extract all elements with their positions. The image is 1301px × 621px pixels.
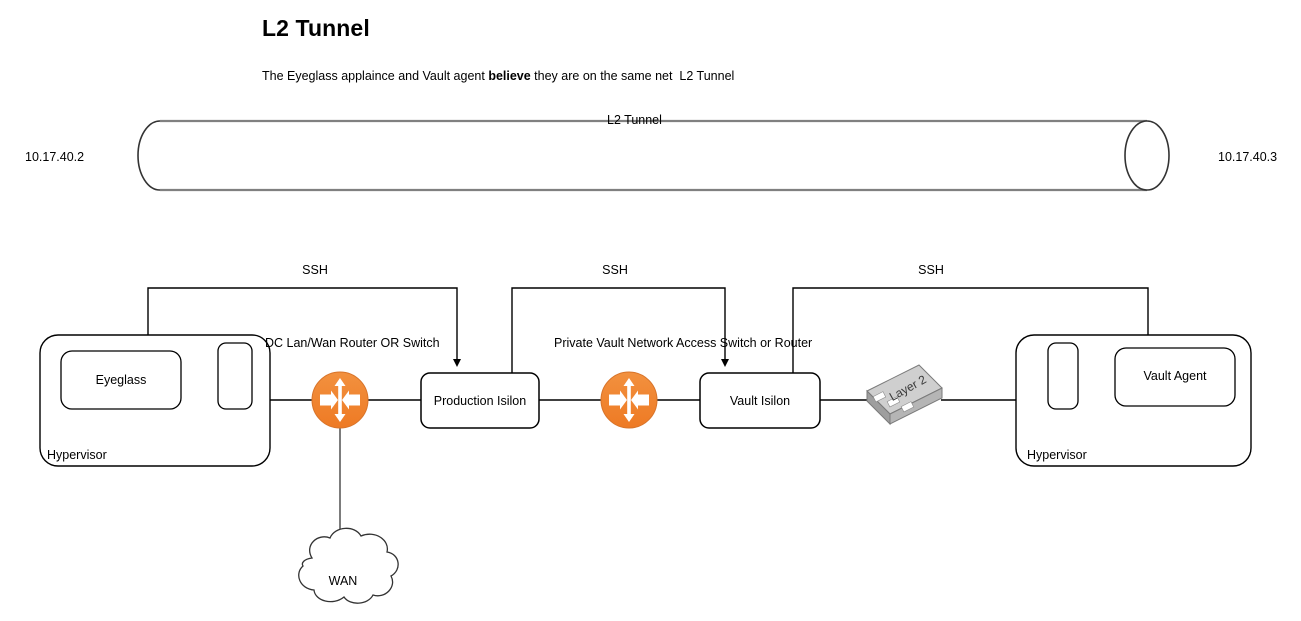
subtitle-emphasis: believe [488, 69, 531, 83]
tunnel-ip-right: 10.17.40.3 [1218, 150, 1278, 164]
wan-label: WAN [328, 574, 358, 588]
hypervisor-left-vnic[interactable] [217, 342, 253, 410]
page-subtitle: The Eyeglass applaince and Vault agent b… [262, 69, 734, 85]
page-title: L2 Tunnel [262, 15, 370, 41]
subtitle-part-2: they are on the same net L2 Tunnel [530, 69, 735, 83]
router-dc-lan-wan-label: DC Lan/Wan Router OR Switch [265, 336, 440, 350]
vault-agent-node[interactable] [1114, 347, 1236, 407]
hypervisor-right-vnic[interactable] [1047, 342, 1079, 410]
production-isilon-node[interactable] [420, 372, 540, 429]
router-dc-lan-wan[interactable] [311, 371, 369, 429]
hypervisor-left-label: Hypervisor [47, 448, 107, 462]
tunnel-ip-left: 10.17.40.2 [25, 150, 85, 164]
vault-isilon-node[interactable] [699, 372, 821, 429]
subtitle-part-1: The Eyeglass applaince and Vault agent [262, 69, 489, 83]
ssh-connector-eyeglass-to-production [147, 287, 461, 367]
ssh-label-2: SSH [602, 263, 628, 277]
eyeglass-node[interactable] [60, 350, 182, 410]
tunnel-label: L2 Tunnel [607, 113, 662, 127]
router-private-vault-network[interactable] [600, 371, 658, 429]
layer2-switch-icon[interactable] [866, 364, 943, 426]
hypervisor-right-label: Hypervisor [1027, 448, 1087, 462]
production-isilon-label: Production Isilon [433, 394, 527, 408]
eyeglass-label: Eyeglass [95, 373, 147, 387]
wan-cloud[interactable] [298, 527, 399, 604]
vault-agent-label: Vault Agent [1143, 369, 1207, 383]
ssh-label-1: SSH [302, 263, 328, 277]
router-private-vault-network-label: Private Vault Network Access Switch or R… [554, 336, 813, 350]
ssh-connector-vault-to-agent [792, 287, 1152, 373]
ssh-label-3: SSH [918, 263, 944, 277]
ssh-connector-production-to-vault [511, 287, 729, 373]
l2-tunnel-cylinder [137, 119, 1170, 192]
vault-isilon-label: Vault Isilon [729, 394, 791, 408]
